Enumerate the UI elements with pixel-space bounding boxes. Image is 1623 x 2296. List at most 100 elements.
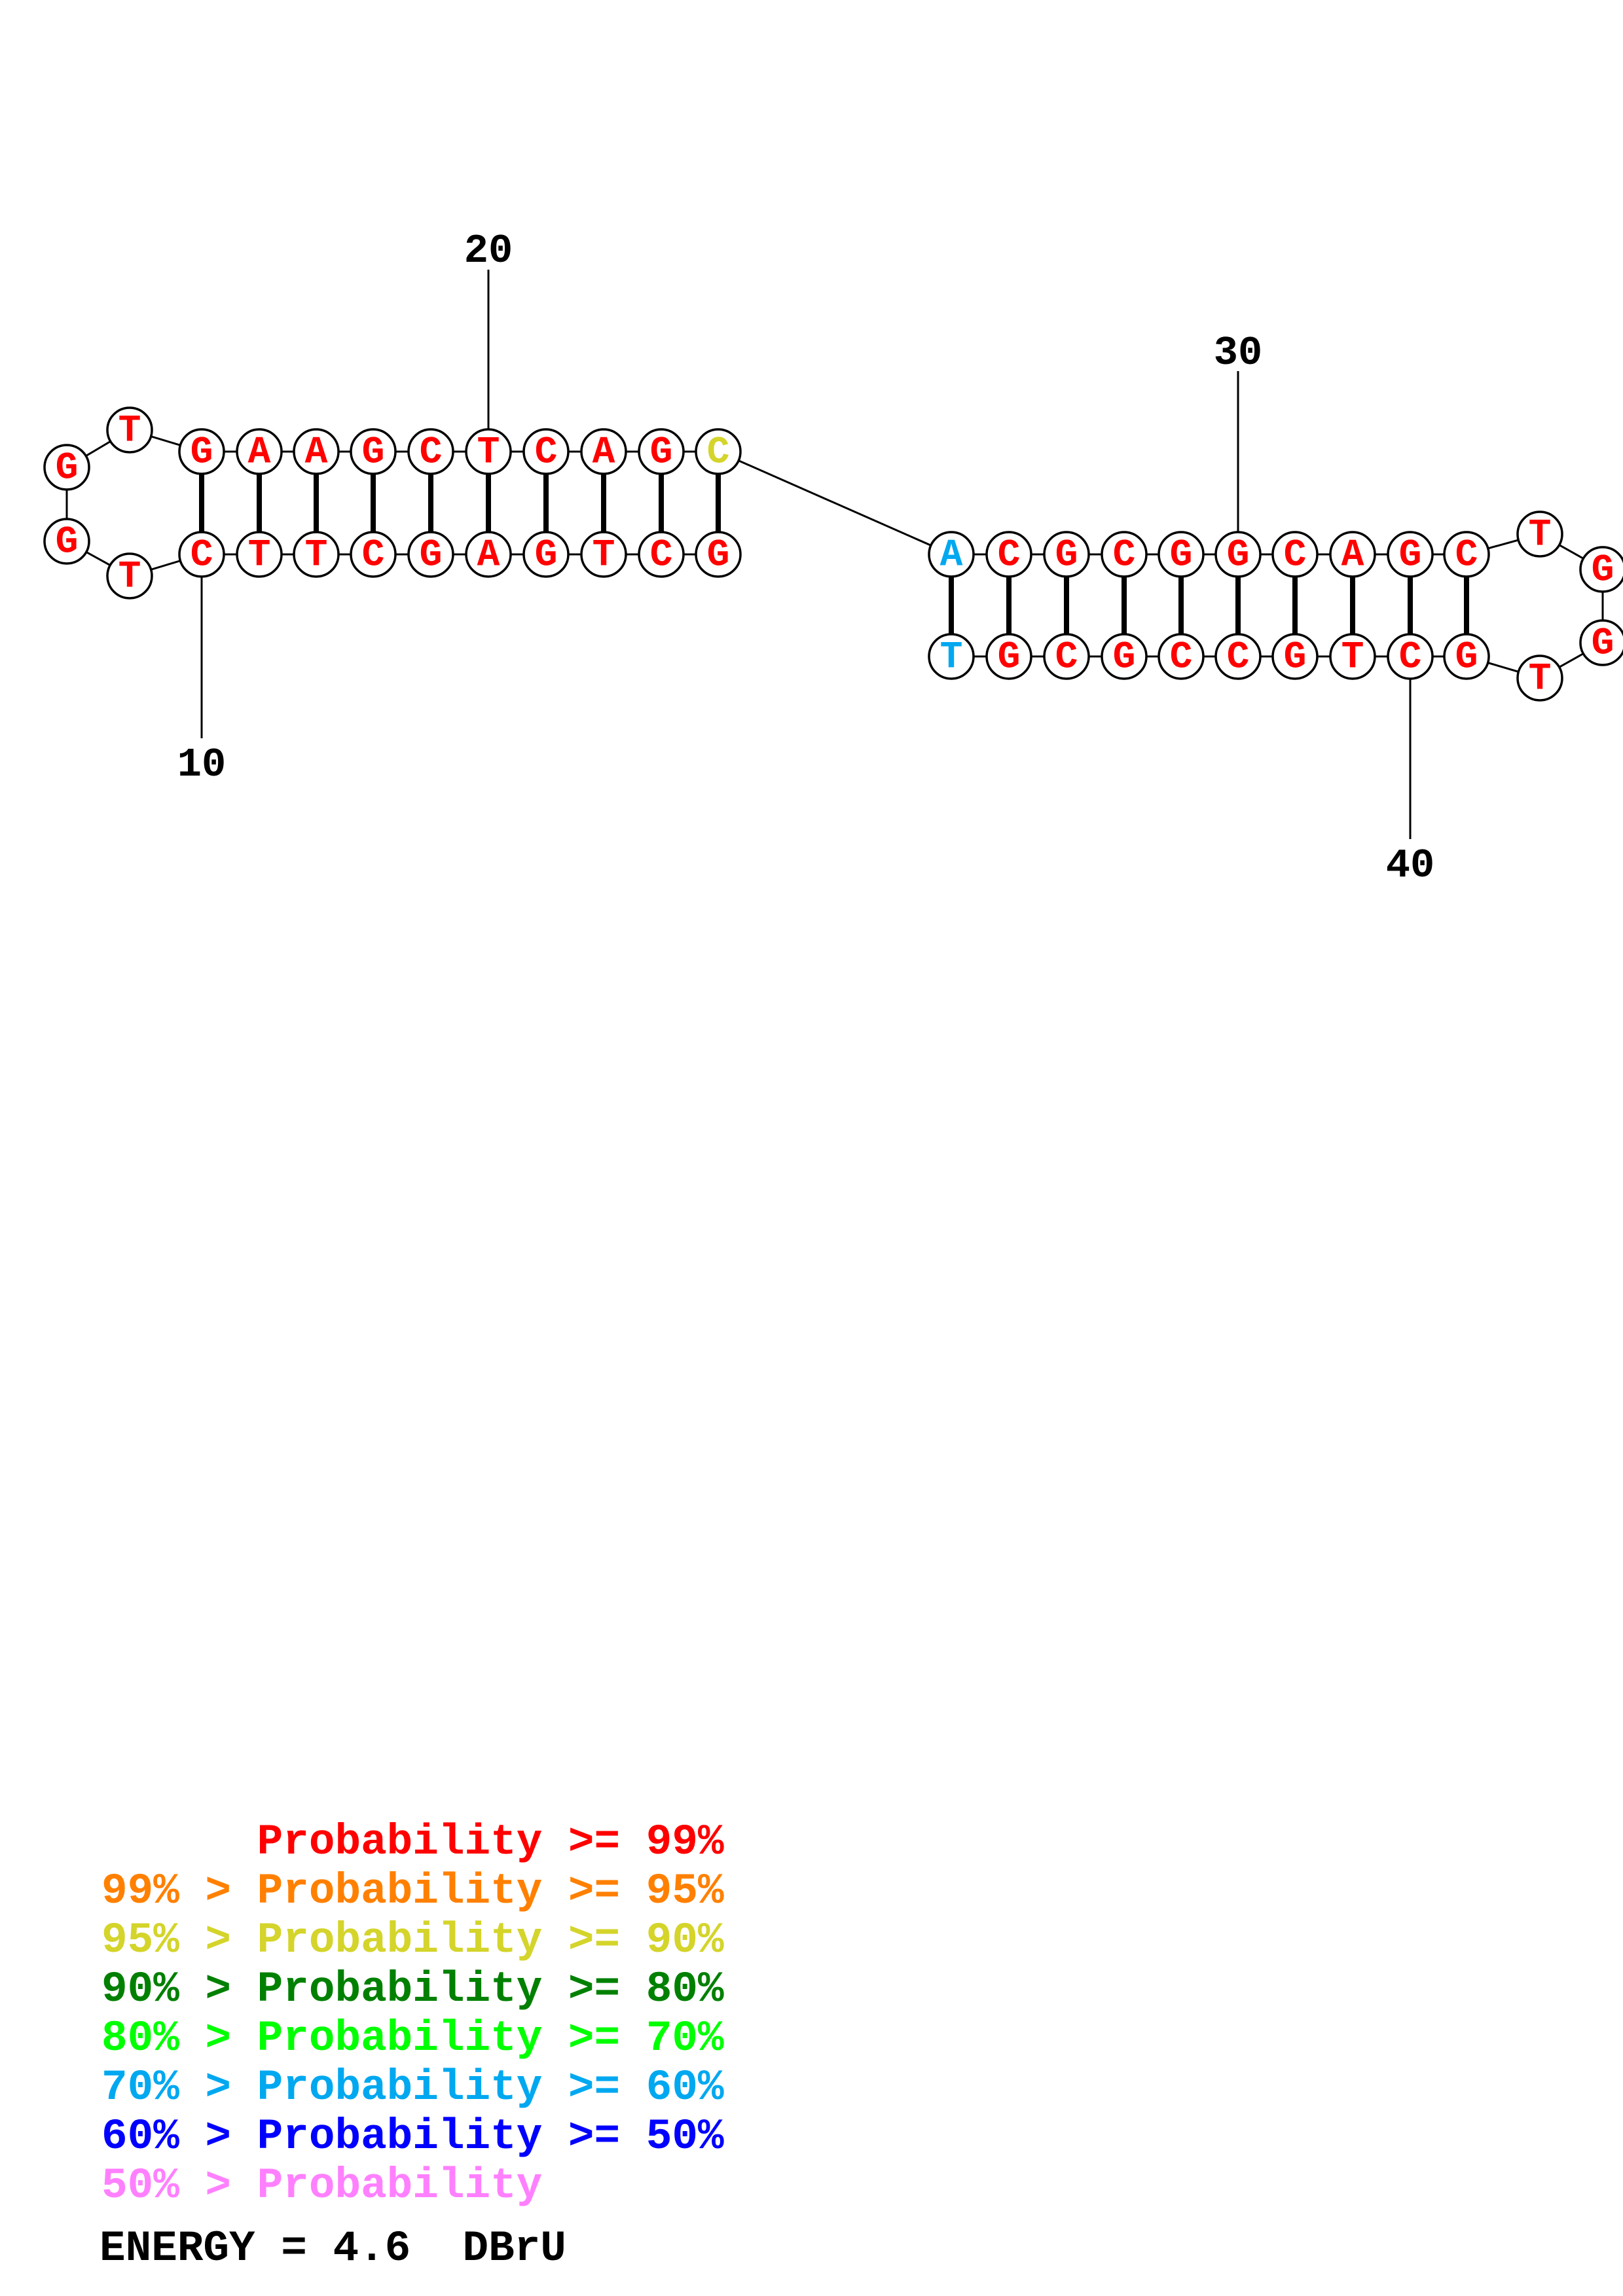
nucleotide-circle bbox=[1158, 531, 1205, 578]
legend-item-80to90: 90% > Probability >= 80% bbox=[101, 1965, 724, 2014]
nucleotide: T bbox=[580, 531, 627, 578]
nucleotide-circle bbox=[1271, 531, 1319, 578]
nucleotide: G bbox=[1271, 633, 1319, 680]
nucleotide-letter: C bbox=[420, 432, 443, 475]
nucleotide-circle bbox=[580, 531, 627, 578]
nucleotide: T bbox=[106, 552, 153, 600]
legend-item-ge99: Probability >= 99% bbox=[101, 1818, 724, 1867]
nucleotide-letter: T bbox=[593, 535, 615, 577]
nucleotide: C bbox=[1158, 633, 1205, 680]
nucleotide-letter: C bbox=[191, 535, 213, 577]
nucleotide-letter: G bbox=[535, 535, 558, 577]
position-labels-layer: 10 20 30 40 bbox=[177, 228, 1434, 889]
nucleotide-letter: C bbox=[1113, 535, 1136, 577]
nucleotide-circle bbox=[1101, 633, 1148, 680]
nucleotide: G bbox=[522, 531, 570, 578]
nucleotide-letter: G bbox=[707, 535, 730, 577]
nucleotide-letter: T bbox=[248, 535, 271, 577]
nucleotide-letter: T bbox=[305, 535, 328, 577]
nucleotide: G bbox=[43, 518, 90, 565]
base-pairs-layer bbox=[199, 474, 1469, 634]
nucleotide: T bbox=[1516, 511, 1563, 558]
nucleotide: C bbox=[178, 531, 225, 578]
nucleotide-circle bbox=[407, 428, 454, 475]
legend-item-lt50: 50% > Probability bbox=[101, 2161, 542, 2210]
nucleotide: G bbox=[638, 428, 685, 475]
nucleotide-circle bbox=[1271, 633, 1319, 680]
position-label: 20 bbox=[464, 228, 513, 274]
nucleotide: G bbox=[1579, 546, 1623, 593]
nucleotide-letter: T bbox=[1529, 514, 1552, 557]
nucleotide: T bbox=[928, 633, 975, 680]
nucleotide: G bbox=[1443, 633, 1490, 680]
nucleotide-circle bbox=[1329, 531, 1376, 578]
nucleotide-circle bbox=[1579, 619, 1623, 666]
nucleotide-letter: G bbox=[1399, 535, 1422, 577]
nucleotide-letter: C bbox=[1284, 535, 1307, 577]
nucleotide-letter: A bbox=[477, 535, 500, 577]
nucleotide-letter: C bbox=[1055, 637, 1078, 679]
nucleotide-letter: T bbox=[119, 410, 141, 453]
legend-item-90to95: 95% > Probability >= 90% bbox=[101, 1916, 724, 1965]
legend-item-95to99: 99% > Probability >= 95% bbox=[101, 1867, 724, 1916]
nucleotide-letter: G bbox=[191, 432, 213, 475]
nucleotide-letter: G bbox=[56, 448, 79, 490]
nucleotide-circle bbox=[638, 428, 685, 475]
nucleotide-circle bbox=[43, 518, 90, 565]
nucleotide-circle bbox=[43, 444, 90, 491]
nucleotide-circle bbox=[1101, 531, 1148, 578]
position-label: 10 bbox=[177, 742, 226, 788]
nucleotide-circle bbox=[580, 428, 627, 475]
nucleotide: G bbox=[1387, 531, 1434, 578]
position-label: 40 bbox=[1386, 842, 1434, 889]
nucleotide-circle bbox=[407, 531, 454, 578]
nucleotide: T bbox=[293, 531, 340, 578]
nucleotide: G bbox=[695, 531, 742, 578]
position-label: 30 bbox=[1214, 330, 1262, 376]
nucleotide-circle bbox=[985, 531, 1032, 578]
nucleotide-circle bbox=[1158, 633, 1205, 680]
nucleotide: G bbox=[1214, 531, 1262, 578]
nucleotide-circle bbox=[293, 531, 340, 578]
nucleotide-circle bbox=[1387, 531, 1434, 578]
nucleotide-circle bbox=[1516, 511, 1563, 558]
nucleotide: G bbox=[407, 531, 454, 578]
nucleotide-circle bbox=[1387, 633, 1434, 680]
nucleotide: G bbox=[1043, 531, 1090, 578]
nucleotide-letter: C bbox=[362, 535, 385, 577]
nucleotide: G bbox=[1158, 531, 1205, 578]
nucleotide: A bbox=[465, 531, 512, 578]
nucleotide: A bbox=[236, 428, 283, 475]
nucleotide-letter: G bbox=[1055, 535, 1078, 577]
nucleotide-letter: G bbox=[56, 522, 79, 564]
legend-item-50to60: 60% > Probability >= 50% bbox=[101, 2112, 724, 2161]
nucleotide: T bbox=[1329, 633, 1376, 680]
nucleotide-letter: T bbox=[940, 637, 963, 679]
backbone-segment bbox=[718, 450, 952, 556]
nucleotide-circle bbox=[695, 531, 742, 578]
nucleotide: A bbox=[928, 531, 975, 578]
nucleotide: C bbox=[638, 531, 685, 578]
nucleotide-circle bbox=[178, 428, 225, 475]
nucleotide: C bbox=[1101, 531, 1148, 578]
nucleotide-letter: C bbox=[650, 535, 673, 577]
nucleotide-circle bbox=[465, 428, 512, 475]
nucleotide-letter: G bbox=[650, 432, 673, 475]
nucleotide-circle bbox=[1516, 655, 1563, 702]
nucleotide-circle bbox=[350, 531, 397, 578]
nucleotide-letter: G bbox=[1284, 637, 1307, 679]
nucleotide-circle bbox=[695, 428, 742, 475]
nucleotide-circle bbox=[1214, 633, 1262, 680]
nucleotide-letter: G bbox=[420, 535, 443, 577]
nucleotide: T bbox=[106, 406, 153, 454]
nucleotide: C bbox=[1443, 531, 1490, 578]
nucleotide-circle bbox=[236, 428, 283, 475]
nucleotide-circle bbox=[1579, 546, 1623, 593]
nucleotide: G bbox=[178, 428, 225, 475]
nucleotide-letter: A bbox=[940, 535, 963, 577]
nucleotide-circle bbox=[1043, 633, 1090, 680]
nucleotide: C bbox=[350, 531, 397, 578]
nucleotide: C bbox=[1271, 531, 1319, 578]
nucleotide-letter: G bbox=[1455, 637, 1478, 679]
